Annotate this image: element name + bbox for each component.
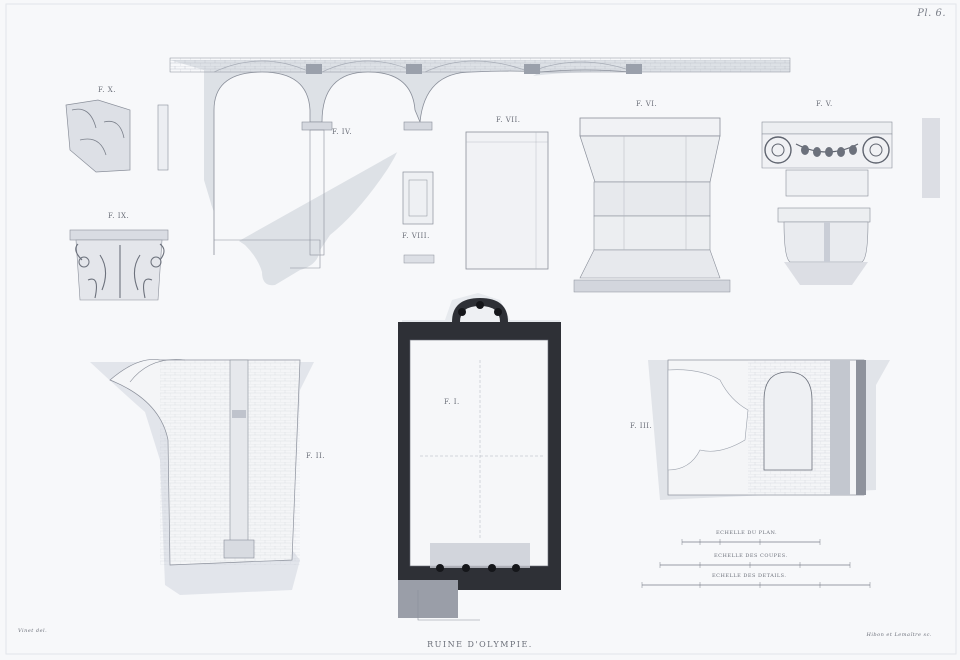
figure-iv-arcade [169, 57, 791, 286]
scale-plan-label: ECHELLE DU PLAN. [716, 530, 778, 536]
figure-viii-label: F. VIII. [402, 232, 430, 240]
scale-bars [641, 539, 871, 588]
figure-ii-label: F. II. [306, 452, 325, 460]
scale-coupes-label: ECHELLE DES COUPES. [714, 553, 788, 559]
figure-vi-label: F. VI. [636, 100, 658, 108]
draughtsman-signature: Vinet del. [18, 628, 48, 634]
figure-x-label: F. X. [98, 86, 116, 94]
figure-vii-slab [465, 131, 549, 270]
figure-iii-section [648, 359, 890, 500]
figure-vii-label: F. VII. [496, 116, 521, 124]
figure-ix-label: F. IX. [108, 212, 130, 220]
plate-caption: RUINE D'OLYMPIE. [427, 640, 533, 649]
scale-details-label: ECHELLE DES DETAILS. [712, 573, 787, 579]
figure-v-label: F. V. [816, 100, 833, 108]
figure-vi-pedestal [573, 117, 731, 293]
figure-x-fragment [65, 99, 169, 173]
figure-v-ionic-capital [761, 118, 940, 285]
figure-ix-capital [69, 229, 169, 301]
figure-iii-label: F. III. [630, 422, 653, 430]
engraver-signature: Hibon et Lemaître sc. [866, 632, 932, 638]
plate-number: Pl. 6. [917, 8, 946, 19]
figure-i-plan [398, 293, 561, 621]
plate-border [5, 3, 957, 655]
figure-ii-section [90, 359, 314, 595]
figure-viii-detail [402, 171, 435, 264]
figure-iv-label: F. IV. [332, 128, 353, 136]
figure-i-label: F. I. [444, 398, 460, 406]
